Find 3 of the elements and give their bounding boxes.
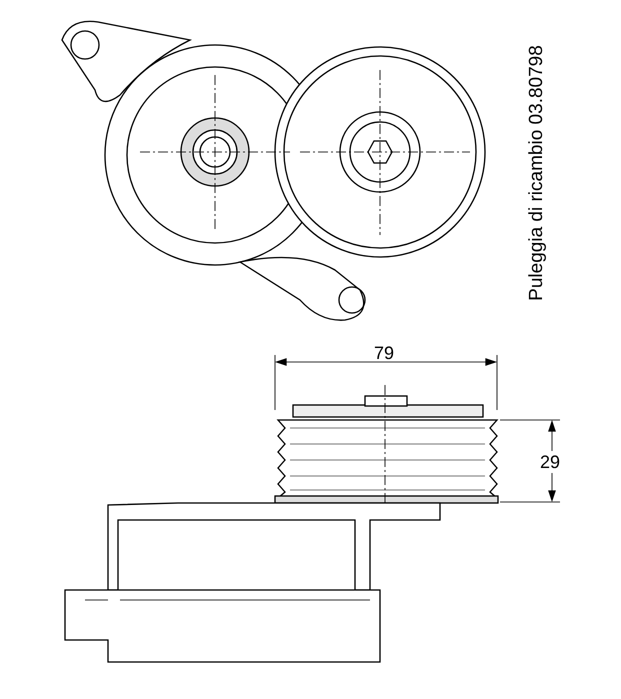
dimension-value: 29	[540, 451, 560, 473]
dimension-value: 79	[374, 342, 394, 364]
part-number-note: Puleggia di ricambio 03.80798	[526, 44, 548, 303]
